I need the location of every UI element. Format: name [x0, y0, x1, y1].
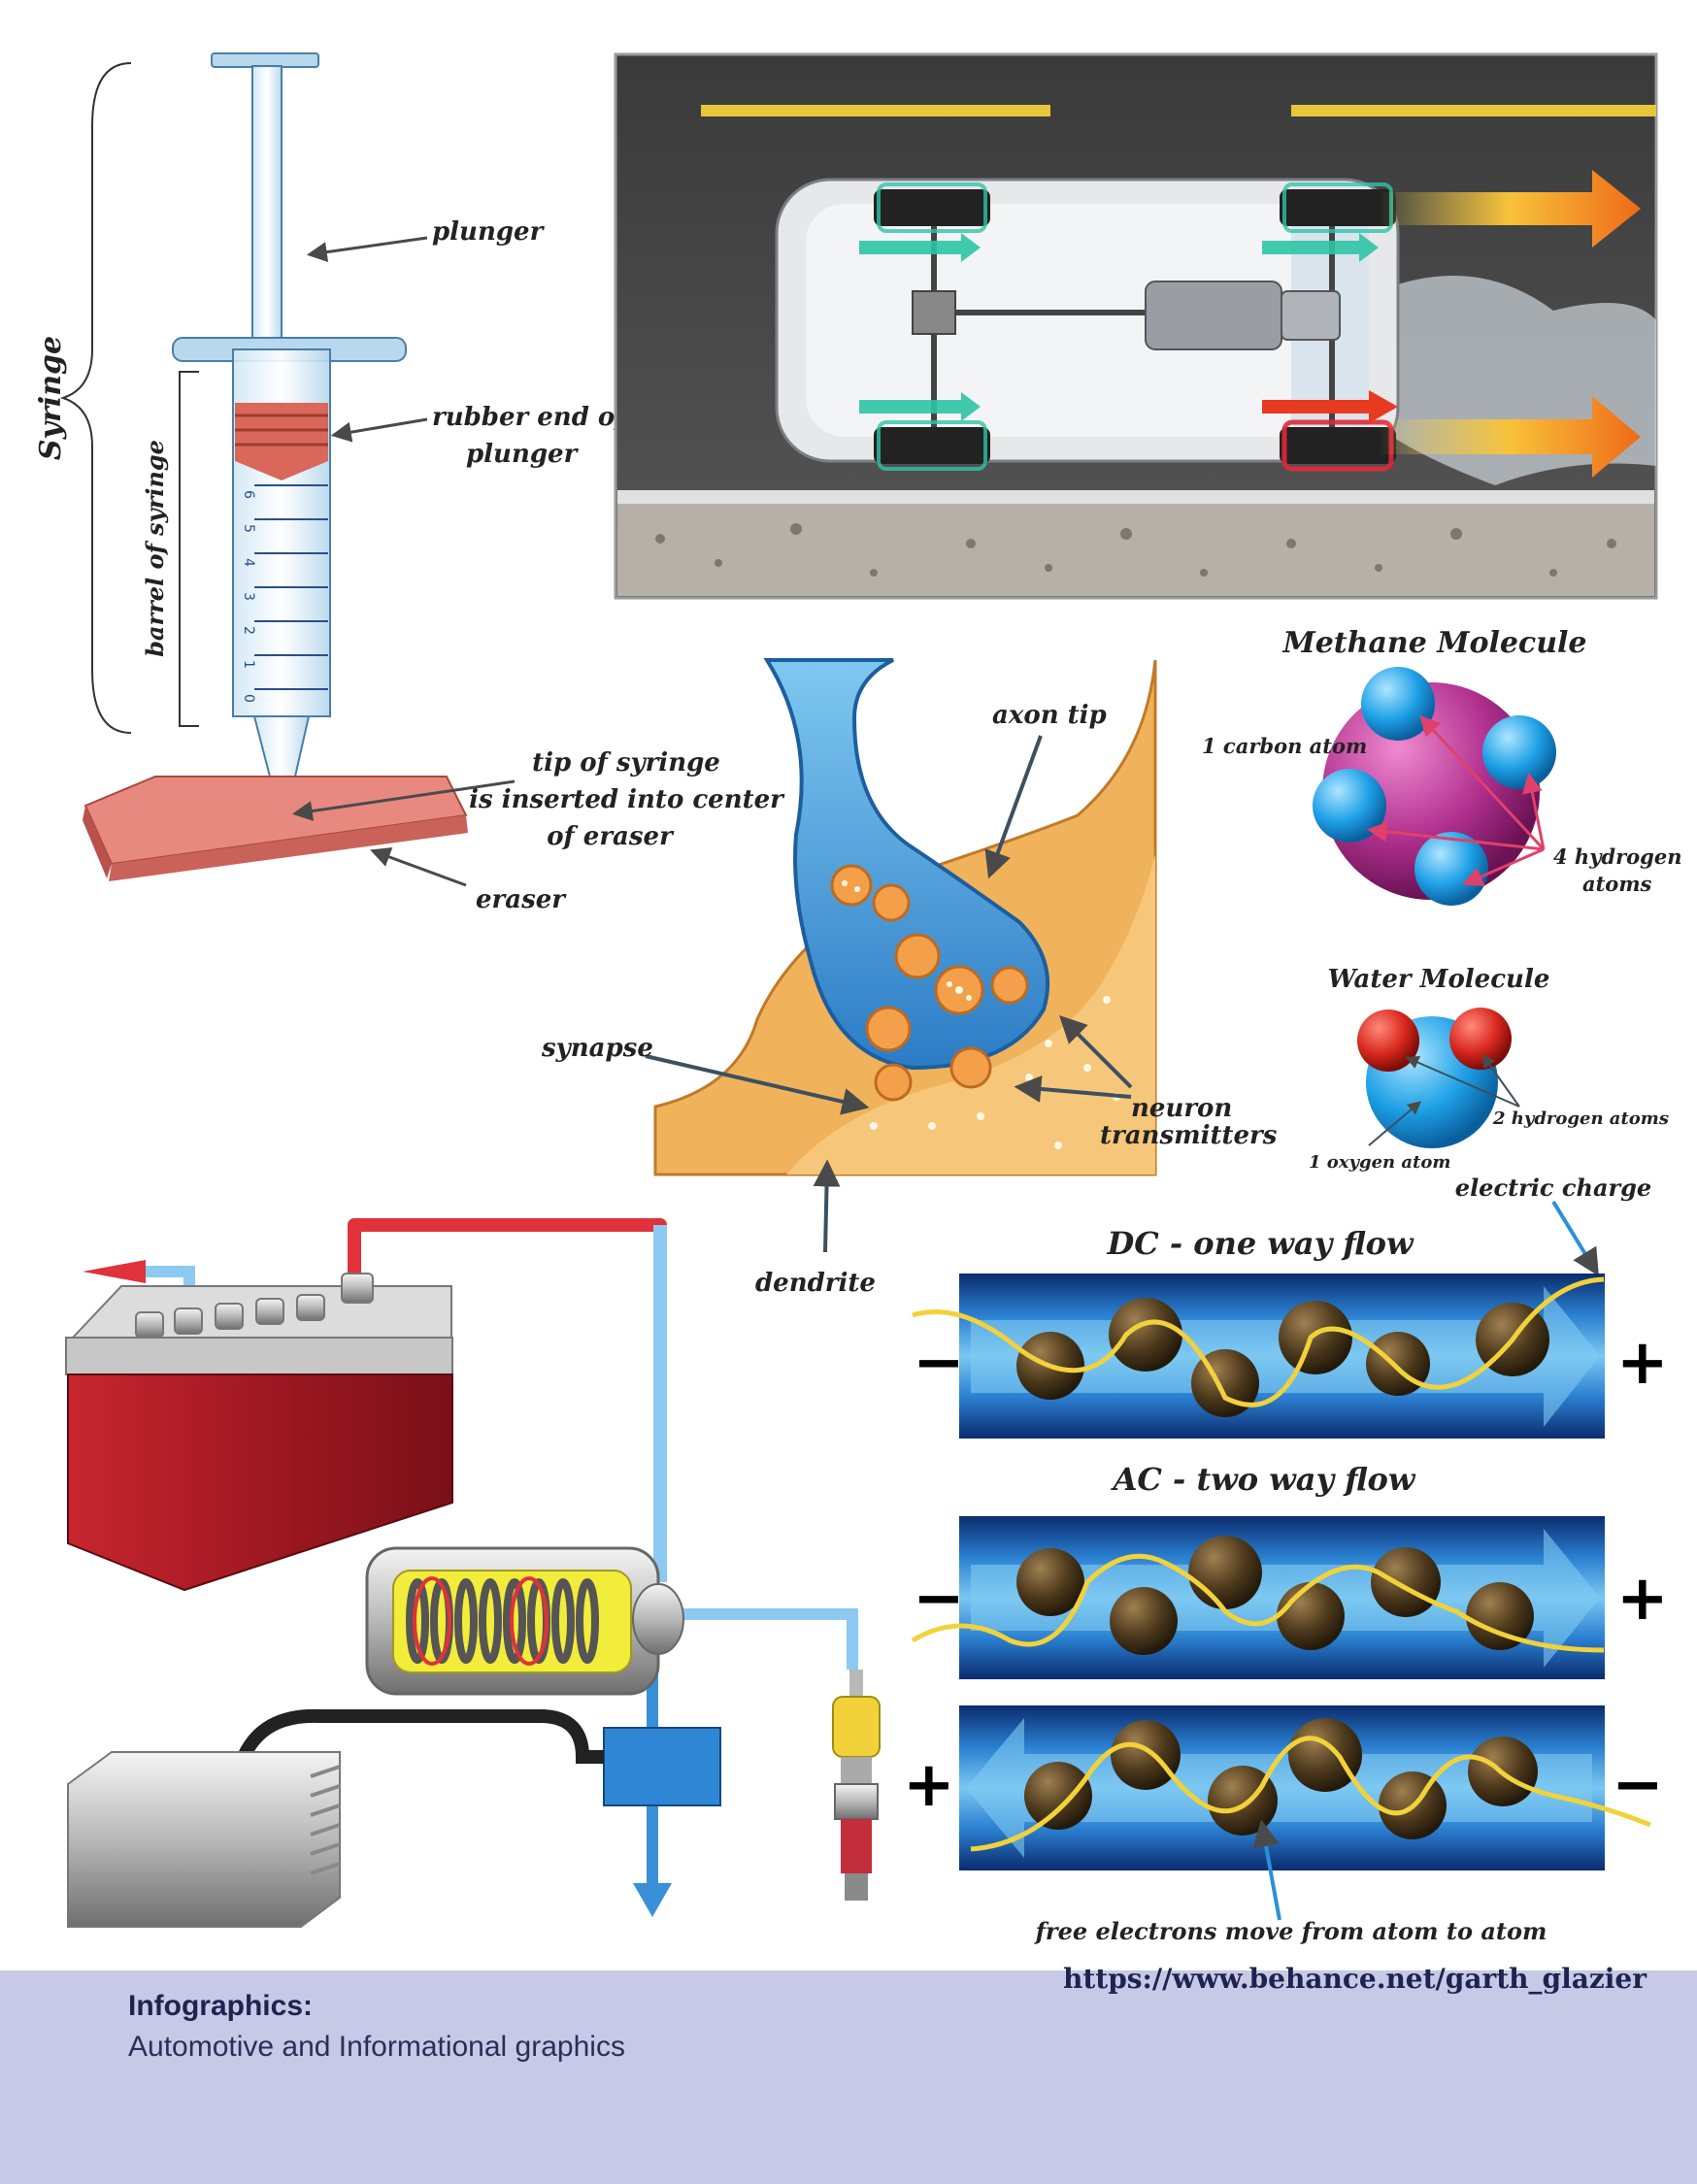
scale-mark: 0 — [241, 694, 256, 703]
footer-subtitle: Automotive and Informational graphics — [128, 2031, 625, 2063]
hydrogen-atom — [1482, 715, 1556, 789]
road-line — [701, 105, 1050, 116]
water-hydrogen-label: 2 hydrogen atoms — [1492, 1109, 1669, 1129]
water-molecule: Water Molecule 2 hydrogen atoms 1 oxygen… — [1309, 965, 1669, 1173]
down-arrow — [633, 1883, 672, 1917]
barrel-label: barrel of syringe — [141, 440, 169, 657]
charge-label: electric charge — [1455, 1174, 1651, 1202]
motion-arrow — [1379, 170, 1641, 248]
scale-mark: 1 — [241, 660, 256, 669]
electrons-label: free electrons move from atom to atom — [1034, 1917, 1547, 1945]
scale-mark: 5 — [241, 524, 256, 533]
footer-band — [0, 1970, 1697, 2184]
syringe-label: Syringe — [34, 336, 68, 460]
syringe-brace — [59, 62, 132, 734]
engine — [1145, 281, 1282, 350]
eraser — [83, 776, 468, 881]
eraser-label: eraser — [476, 885, 567, 914]
ignition-circuit-illustration — [65, 1218, 881, 1928]
hydrogen-atom — [1361, 667, 1435, 741]
wheel — [874, 420, 990, 471]
neuron-label-2: transmitters — [1100, 1121, 1278, 1150]
traction-arrows — [859, 233, 1379, 421]
barrel-bracket — [179, 371, 199, 727]
hydrogen-label: 4 hydrogen — [1553, 844, 1681, 869]
ac-tube-reverse — [959, 1705, 1651, 1870]
axon-tip — [763, 658, 1050, 1071]
hydrogen-label-2: atoms — [1582, 872, 1652, 896]
slip-arrow — [1262, 390, 1398, 423]
car-drivetrain-illustration — [614, 52, 1658, 600]
ac-tube-forward — [911, 1516, 1605, 1679]
barrel-scale — [254, 484, 328, 690]
ac2-plus: + — [903, 1749, 955, 1821]
rubber-plunger-end — [235, 403, 328, 480]
plunger-label: plunger — [432, 217, 546, 247]
tip-label-2: is inserted into center — [469, 785, 785, 814]
ignition-coil — [365, 1546, 684, 1696]
hydrogen-atom — [1449, 1008, 1512, 1070]
motion-arrow — [1379, 396, 1641, 478]
plunger-rod — [251, 65, 283, 358]
scale-mark: 2 — [241, 626, 256, 635]
dc-title: DC - one way flow — [1106, 1225, 1414, 1262]
rubber-end-label-2: plunger — [466, 440, 580, 469]
dc-minus: − — [913, 1327, 965, 1399]
tip-label-3: of eraser — [547, 822, 675, 851]
neuron-label: neuron — [1131, 1094, 1232, 1123]
carbon-atom — [1322, 682, 1540, 900]
tip-label: tip of syringe — [532, 748, 720, 778]
control-module — [67, 1708, 604, 1928]
methane-molecule: Methane Molecule 1 carbon atom 4 hydroge… — [1202, 626, 1681, 906]
distributor — [603, 1727, 721, 1806]
water-title: Water Molecule — [1328, 965, 1550, 994]
spark-plug — [832, 1670, 881, 1901]
methane-title: Methane Molecule — [1281, 626, 1586, 660]
scale-mark: 3 — [241, 592, 256, 601]
car-battery — [65, 1273, 453, 1592]
wheel — [874, 182, 990, 233]
carbon-label: 1 carbon atom — [1202, 734, 1367, 758]
oxygen-label: 1 oxygen atom — [1309, 1152, 1450, 1173]
hydrogen-atom — [1414, 832, 1488, 906]
road-line — [1291, 105, 1656, 116]
synapse-illustration: axon tip synapse neuron transmitters den… — [541, 658, 1278, 1298]
synapse-label: synapse — [541, 1034, 653, 1063]
ac-title: AC - two way flow — [1111, 1461, 1416, 1498]
ac1-plus: + — [1616, 1563, 1669, 1635]
axon-label: axon tip — [992, 701, 1107, 730]
scale-mark: 6 — [241, 490, 256, 499]
footer-title: Infographics: — [128, 1990, 314, 2022]
portfolio-url[interactable]: https://www.behance.net/garth_glazier — [1062, 1963, 1647, 1995]
dendrite-label: dendrite — [755, 1269, 876, 1298]
output-arrow — [83, 1260, 146, 1283]
scale-mark: 4 — [241, 558, 256, 567]
ac2-minus: − — [1612, 1749, 1664, 1821]
hydrogen-atom — [1357, 1009, 1419, 1072]
current-flow-diagram: electric charge DC - one way flow AC - t… — [903, 1174, 1669, 1945]
rubber-end-label: rubber end of — [432, 403, 629, 432]
dc-plus: + — [1616, 1327, 1669, 1399]
dc-tube — [912, 1274, 1605, 1439]
syringe-illustration: 0 1 2 3 4 5 6 Syringe barrel of syringe … — [34, 52, 785, 914]
ac1-minus: − — [913, 1563, 965, 1635]
